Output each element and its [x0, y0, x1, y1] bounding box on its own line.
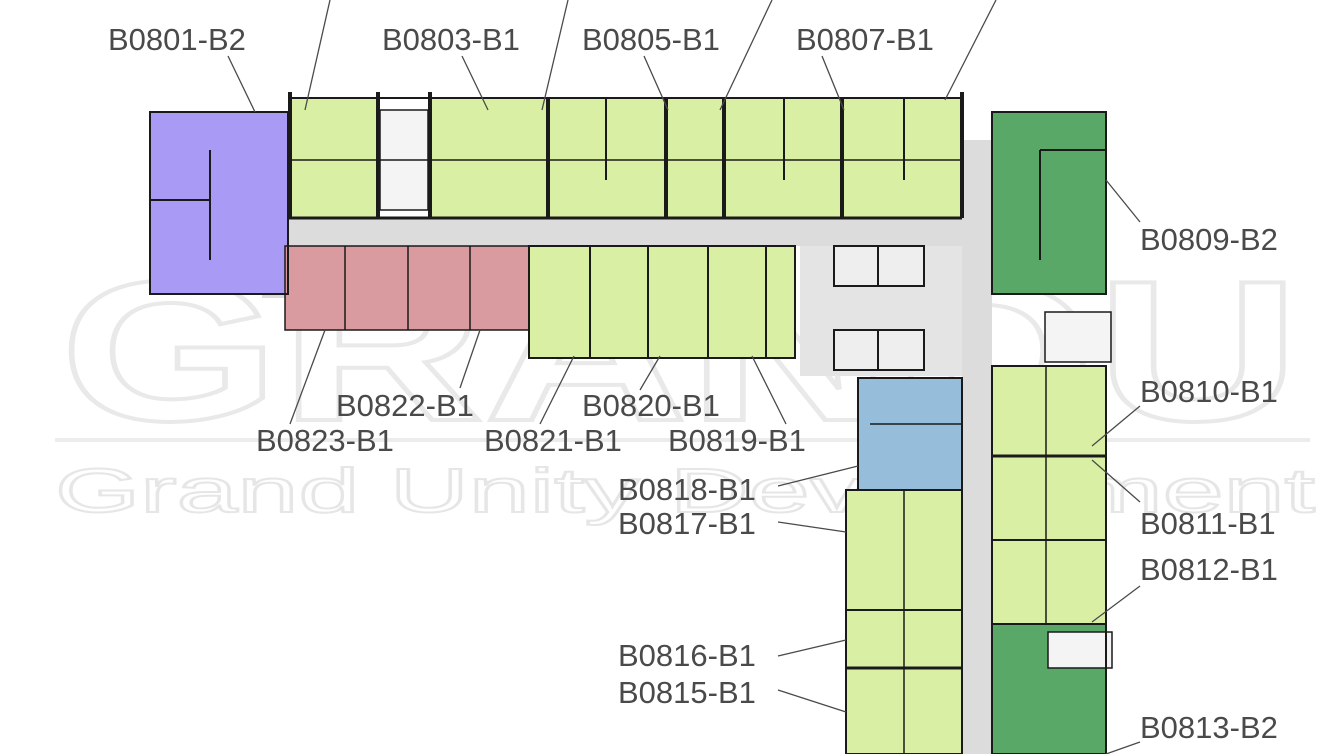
- leader-b0813: [1105, 741, 1141, 754]
- unit-b0819-b0821-fill: [529, 246, 795, 358]
- label-b0820-b1: B0820-B1: [582, 388, 720, 423]
- unit-fills: [150, 98, 1112, 754]
- leader-b0817: [777, 521, 847, 533]
- label-b0801-b2: B0801-B2: [108, 22, 246, 57]
- walls: [149, 92, 1113, 754]
- wall-stair-bottom: [1047, 631, 1113, 669]
- label-b0803-b1: B0803-B1: [382, 22, 520, 57]
- leader-b0805: [643, 55, 669, 111]
- leader-lines: [227, 0, 1141, 754]
- leader-b0807: [821, 55, 845, 111]
- unit-row-top-fill-b: [428, 98, 962, 218]
- leader-offtop-4: [944, 0, 997, 101]
- stair-bottom: [1048, 632, 1112, 668]
- leader-b0809: [1105, 179, 1141, 223]
- label-b0817-b1: B0817-B1: [618, 506, 756, 541]
- leader-offtop-3: [719, 0, 773, 111]
- leader-offtop-2: [541, 0, 569, 111]
- label-b0805-b1: B0805-B1: [582, 22, 720, 57]
- label-b0823-b1: B0823-B1: [256, 423, 394, 458]
- label-b0807-b1: B0807-B1: [796, 22, 934, 57]
- label-b0815-b1: B0815-B1: [618, 675, 756, 710]
- wall-b0819-b0821: [528, 245, 796, 359]
- label-b0822-b1: B0822-B1: [336, 388, 474, 423]
- corridor-vertical: [962, 140, 992, 754]
- leader-b0823: [289, 329, 326, 425]
- wall-stair-right: [1044, 311, 1112, 363]
- leader-b0820: [639, 355, 661, 391]
- unit-b0822-b0823-fill: [285, 246, 529, 330]
- leader-b0819: [751, 355, 787, 425]
- leader-b0812: [1091, 585, 1141, 623]
- leader-b0822: [459, 329, 481, 389]
- leader-b0815: [777, 689, 847, 713]
- leader-b0801: [227, 55, 256, 113]
- leader-offtop-1: [304, 0, 331, 111]
- unit-labels: B0801-B2 B0803-B1 B0805-B1 B0807-B1 B080…: [108, 22, 1278, 745]
- unit-b0809-fill: [992, 112, 1106, 294]
- wall-stair-top: [379, 109, 429, 211]
- wall-b0809: [991, 111, 1107, 295]
- label-b0816-b1: B0816-B1: [618, 638, 756, 673]
- leader-b0811: [1091, 459, 1141, 503]
- leader-b0821: [539, 355, 575, 425]
- unit-b0801-fill: [150, 112, 288, 294]
- label-b0819-b1: B0819-B1: [668, 423, 806, 458]
- label-b0813-b2: B0813-B2: [1140, 710, 1278, 745]
- unit-row-top-fill-a: [288, 98, 380, 218]
- leader-b0818: [777, 465, 859, 487]
- label-b0818-b1: B0818-B1: [618, 472, 756, 507]
- unit-b0810-b0812-fill: [992, 366, 1106, 624]
- label-b0821-b1: B0821-B1: [484, 423, 622, 458]
- label-b0811-b1: B0811-B1: [1140, 506, 1276, 541]
- wall-b0813: [991, 623, 1107, 754]
- corridor-horizontal: [262, 218, 992, 246]
- unit-b0818-fill: [858, 378, 962, 490]
- stair-right: [1045, 312, 1111, 362]
- label-b0810-b1: B0810-B1: [1140, 374, 1278, 409]
- leader-b0803: [461, 55, 489, 111]
- leader-b0810: [1091, 405, 1141, 447]
- label-b0812-b1: B0812-B1: [1140, 552, 1278, 587]
- leader-b0816: [777, 639, 847, 657]
- label-b0809-b2: B0809-B2: [1140, 222, 1278, 257]
